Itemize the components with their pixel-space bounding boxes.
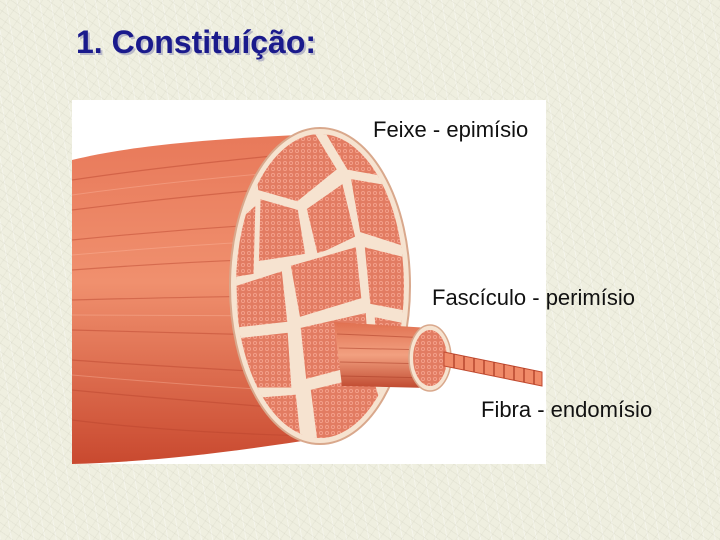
label-feixe-epimisio: Feixe - epimísio [373,117,529,142]
label-fasciculo-perimisio: Fascículo - perimísio [432,285,635,310]
muscle-diagram [72,127,543,464]
muscle-cross-section-illustration [72,100,546,464]
fascicle [334,322,430,388]
slide-title: 1. Constituíção: [76,24,317,60]
label-fibra-endomisio: Fibra - endomísio [481,397,653,422]
muscle-fiber [443,351,543,387]
